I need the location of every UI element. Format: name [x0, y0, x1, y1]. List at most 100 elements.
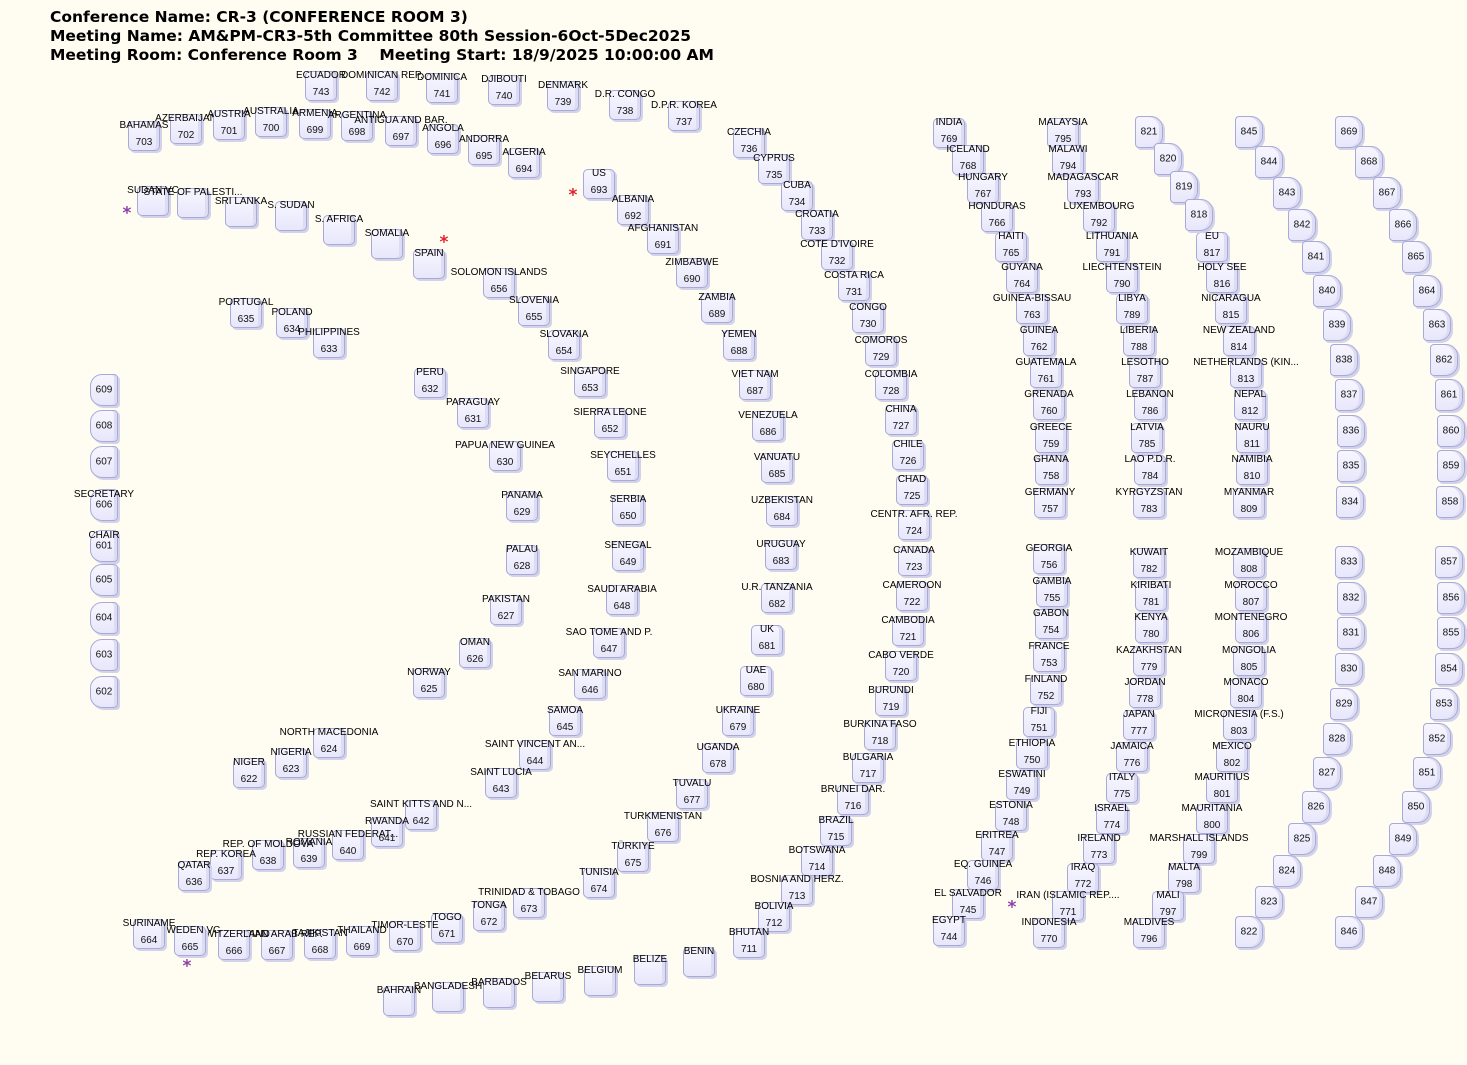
seat-608[interactable]: 608	[90, 410, 118, 442]
seat-850[interactable]: 850	[1402, 791, 1430, 823]
seat-667[interactable]: SYRIAN ARAB REP.667	[231, 929, 323, 960]
seat-842[interactable]: 842	[1288, 209, 1316, 241]
seat-697[interactable]: ANTIGUA AND BAR.697	[354, 115, 448, 146]
seat-sudan-vc[interactable]: SUDAN VC	[127, 185, 179, 216]
seat-858[interactable]: 858	[1436, 486, 1464, 518]
seat-848[interactable]: 848	[1373, 855, 1401, 887]
seat-state-of-palesti[interactable]: STATE OF PALESTI...	[144, 187, 242, 218]
seat-784[interactable]: LAO P.D.R.784	[1125, 454, 1175, 485]
seat-852[interactable]: 852	[1423, 723, 1451, 755]
seat-s-africa[interactable]: S. AFRICA	[315, 214, 363, 245]
seat-868[interactable]: 868	[1355, 146, 1383, 178]
seat-866[interactable]: 866	[1389, 209, 1417, 241]
seat-822[interactable]: 822	[1235, 916, 1263, 948]
seat-834[interactable]: 834	[1336, 486, 1364, 518]
seat-602[interactable]: 602	[90, 676, 118, 708]
seat-836[interactable]: 836	[1337, 415, 1365, 447]
seat-831[interactable]: 831	[1337, 617, 1365, 649]
seat-607[interactable]: 607	[90, 446, 118, 478]
seat-813[interactable]: NETHERLANDS (KIN...813	[1193, 357, 1299, 388]
seat-belize[interactable]: BELIZE	[633, 954, 667, 985]
seat-640[interactable]: RUSSIAN FEDERAT...640	[298, 829, 398, 860]
seat-belgium[interactable]: BELGIUM	[577, 965, 623, 996]
seat-853[interactable]: 853	[1430, 688, 1458, 720]
seat-771[interactable]: IRAN (ISLAMIC REP....771	[1016, 890, 1120, 921]
seat-841[interactable]: 841	[1302, 241, 1330, 273]
seat-869[interactable]: 869	[1335, 116, 1363, 148]
seat-847[interactable]: 847	[1355, 886, 1383, 918]
seat-826[interactable]: 826	[1302, 791, 1330, 823]
seat-somalia[interactable]: SOMALIA	[365, 228, 409, 259]
seat-713[interactable]: BOSNIA AND HERZ.713	[750, 874, 844, 905]
seat-827[interactable]: 827	[1313, 757, 1341, 789]
seat-609[interactable]: 609	[90, 374, 118, 406]
seat-bangladesh[interactable]: BANGLADESH	[414, 981, 482, 1012]
seat-838[interactable]: 838	[1330, 344, 1358, 376]
